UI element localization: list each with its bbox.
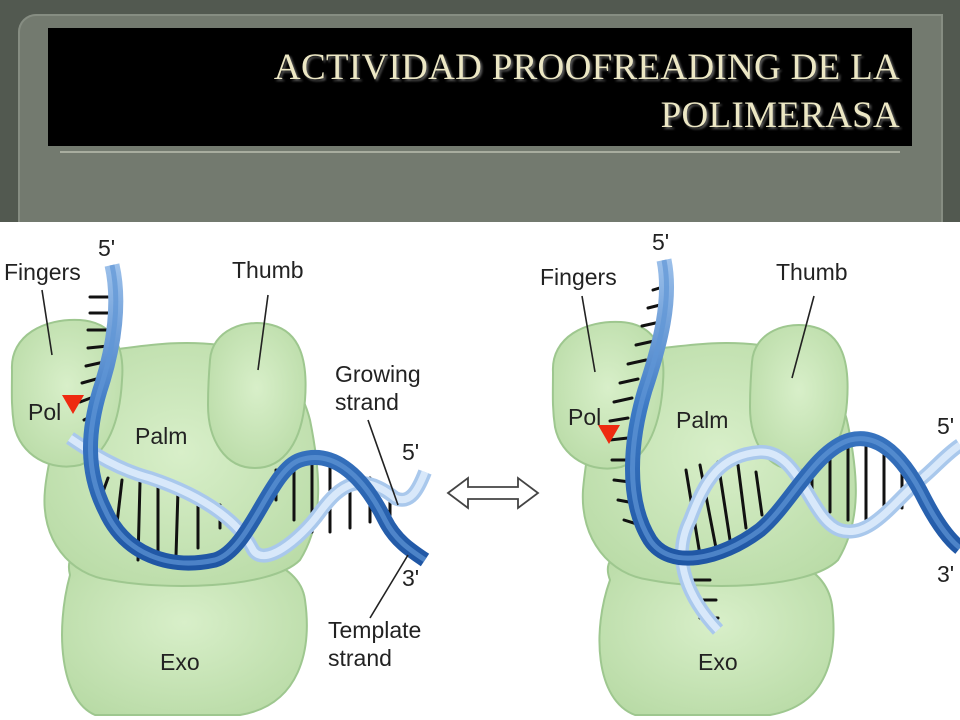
right-pol-label: Pol bbox=[568, 404, 601, 430]
left-exo-label: Exo bbox=[160, 649, 200, 675]
right-palm-label: Palm bbox=[676, 407, 728, 433]
slide-title-line-2: POLIMERASA bbox=[660, 95, 900, 136]
right-three-prime-right: 3' bbox=[937, 561, 954, 587]
left-thumb-domain bbox=[206, 322, 307, 470]
left-template-label-2: strand bbox=[328, 645, 392, 671]
left-marker-icon bbox=[62, 395, 84, 414]
right-thumb-label: Thumb bbox=[776, 259, 848, 285]
right-fingers-label: Fingers bbox=[540, 264, 617, 290]
left-growing-label-2: strand bbox=[335, 389, 399, 415]
right-dna bbox=[608, 258, 960, 635]
left-five-prime-right: 5' bbox=[402, 439, 419, 465]
right-marker-icon bbox=[598, 425, 620, 444]
left-palm-label: Palm bbox=[135, 423, 187, 449]
slide-title-line-1: ACTIVIDAD PROOFREADING DE LA bbox=[273, 47, 900, 88]
right-five-prime-right: 5' bbox=[937, 413, 954, 439]
left-fingers-label: Fingers bbox=[4, 259, 81, 285]
left-polymerase bbox=[10, 318, 320, 716]
title-box: ACTIVIDAD PROOFREADING DE LA POLIMERASA bbox=[48, 28, 912, 146]
left-growing-label-1: Growing bbox=[335, 361, 421, 387]
polymerase-figure: Fingers Thumb 5' Pol Palm Exo Growing st… bbox=[0, 222, 960, 720]
right-five-prime-top: 5' bbox=[652, 229, 669, 255]
left-three-prime-right: 3' bbox=[402, 565, 419, 591]
right-exo-label: Exo bbox=[698, 649, 738, 675]
right-leader-lines bbox=[581, 295, 815, 379]
left-five-prime-top: 5' bbox=[98, 235, 115, 261]
left-thumb-label: Thumb bbox=[232, 257, 304, 283]
equilibrium-arrow-icon bbox=[446, 476, 540, 510]
title-rule bbox=[60, 151, 900, 153]
polymerase-diagram: Fingers Thumb 5' Pol Palm Exo Growing st… bbox=[4, 229, 960, 716]
left-pol-label: Pol bbox=[28, 399, 61, 425]
left-leader-lines bbox=[41, 289, 409, 619]
left-template-label-1: Template bbox=[328, 617, 421, 643]
